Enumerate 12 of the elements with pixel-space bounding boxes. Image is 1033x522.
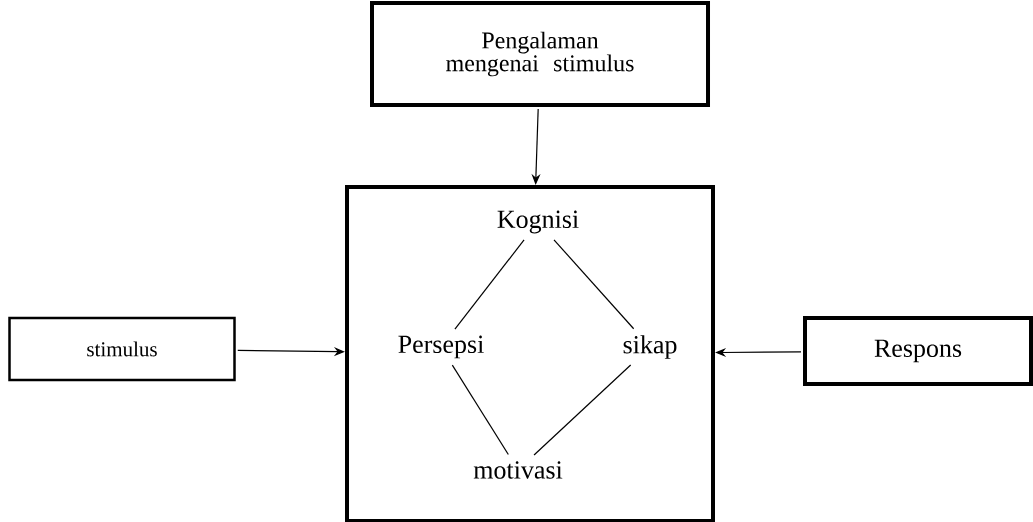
- connector-line: [451, 364, 509, 456]
- concept-label: sikap: [623, 335, 677, 359]
- connector-line: [454, 239, 525, 330]
- concept-label: Persepsi: [398, 335, 484, 359]
- concept-label: motivasi: [473, 461, 563, 479]
- text-box: stimulus: [8, 316, 236, 382]
- text-box: Pengalaman mengenai stimulus: [370, 1, 710, 107]
- concept-label: Kognisi: [497, 210, 579, 234]
- connector-line: [533, 364, 632, 456]
- connector-line: [553, 239, 635, 330]
- text-box: Respons: [803, 316, 1033, 386]
- frame-box: [345, 185, 715, 522]
